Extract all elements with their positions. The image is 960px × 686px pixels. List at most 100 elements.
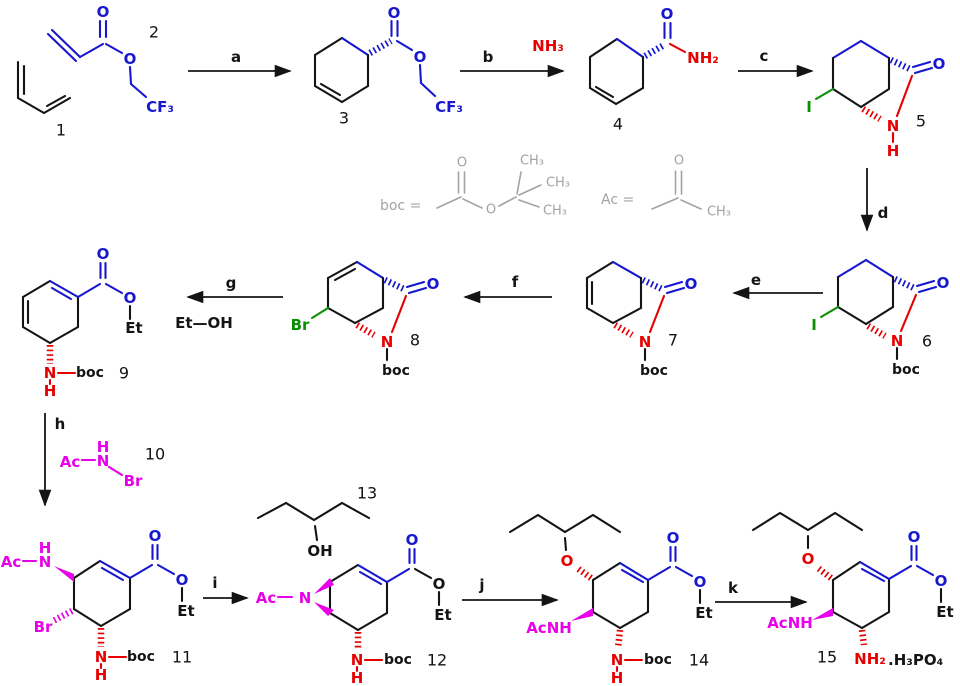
compound-14: O O Et O AcNH N H boc 14 xyxy=(508,513,713,686)
stereo-hash-bond xyxy=(613,322,634,338)
compound-5: I O N H 5 xyxy=(806,39,946,160)
stereo-hash-bond xyxy=(614,629,624,649)
Br-label: Br xyxy=(124,472,143,490)
iodine-label: I xyxy=(806,98,812,116)
aziridine-N-label: N xyxy=(299,589,312,607)
compound-8: Br O N boc 8 xyxy=(291,260,440,379)
compound-3-number: 3 xyxy=(339,109,349,128)
NH-H-label: H xyxy=(44,382,57,400)
Ac-label: Ac xyxy=(60,453,81,471)
compound-13-number: 13 xyxy=(357,484,377,503)
lactam-O-label: O xyxy=(685,275,698,293)
ester-O-label: O xyxy=(124,289,137,307)
compound-15-number: 15 xyxy=(817,648,837,667)
stereo-hash-bond xyxy=(355,322,376,338)
stereo-hash-bond xyxy=(575,565,593,581)
boc-label: boc xyxy=(892,362,920,378)
compound-8-number: 8 xyxy=(410,331,420,350)
AcNH-label: AcNH xyxy=(767,614,813,632)
compound-14-number: 14 xyxy=(689,651,709,670)
carbonyl-O-label: O xyxy=(908,528,921,546)
lactam-O-label: O xyxy=(937,274,950,292)
compound-2-acrylate: O O CF₃ 2 xyxy=(46,3,174,116)
compound-12: O O Et Ac N N H boc 12 xyxy=(256,531,452,686)
H-label: H xyxy=(97,438,110,456)
carbonyl-O-label: O xyxy=(674,154,684,169)
stereo-wedge-bond xyxy=(571,608,593,621)
NH-H-label: H xyxy=(95,666,108,684)
stereo-hash-bond xyxy=(368,38,393,56)
stereo-hash-bond xyxy=(858,629,868,646)
reagent-etoh: Et—OH xyxy=(175,314,233,332)
stereo-wedge-bond xyxy=(54,566,74,582)
methyl-label: CH₃ xyxy=(546,176,570,191)
compound-12-number: 12 xyxy=(427,651,447,670)
methyl-label: CH₃ xyxy=(520,154,544,169)
compound-6-number: 6 xyxy=(922,332,932,351)
carbonyl-O-label: O xyxy=(388,4,401,22)
compound-5-number: 5 xyxy=(916,112,926,131)
compound-1-butadiene: 1 xyxy=(16,60,72,140)
ethyl-label: Et xyxy=(434,606,451,624)
NH2-label: NH₂ xyxy=(687,49,719,67)
lactam-N-label: N xyxy=(381,333,394,351)
ester-O-label: O xyxy=(414,48,427,66)
boc-label: boc xyxy=(127,649,155,665)
N-label: N xyxy=(97,452,110,470)
step-label-k: k xyxy=(728,579,739,597)
ethyl-label: Et xyxy=(936,603,953,621)
aziridine-wedge-lower xyxy=(314,602,334,616)
CF3-label: CF₃ xyxy=(435,98,463,116)
lactam-N-label: N xyxy=(891,332,904,350)
compound-13-pentanol: OH 13 xyxy=(256,484,377,560)
stereo-hash-bond xyxy=(893,276,916,291)
Ac-label: Ac xyxy=(256,589,277,607)
ester-O-label: O xyxy=(176,571,189,589)
carbonyl-O-label: O xyxy=(661,5,674,23)
compound-15: O O Et O AcNH NH₂ .H₃PO₄ 15 xyxy=(751,511,954,669)
Br-label: Br xyxy=(34,618,53,636)
step-label-g: g xyxy=(226,274,237,292)
step-label-b: b xyxy=(483,48,494,66)
compound-7: O N boc 7 xyxy=(585,260,698,379)
amine-N-label: N xyxy=(44,364,57,382)
NH-H-label: H xyxy=(611,669,624,686)
phosphate-label: .H₃PO₄ xyxy=(888,651,943,669)
stereo-hash-bond xyxy=(383,277,406,292)
ethyl-label: Et xyxy=(695,604,712,622)
carbonyl-O-label: O xyxy=(149,527,162,545)
stereo-hash-bond xyxy=(643,42,666,59)
abbreviation-definitions: boc = O O CH₃ CH₃ CH₃ Ac = O CH₃ xyxy=(380,154,731,220)
step-label-e: e xyxy=(751,271,761,289)
amine-N-label: N xyxy=(611,651,624,669)
N-label: N xyxy=(39,553,52,571)
ethyl-label: Et xyxy=(177,602,194,620)
compound-9-number: 9 xyxy=(119,364,129,383)
ester-O-label: O xyxy=(486,203,496,218)
step-label-d: d xyxy=(878,204,889,222)
H-label: H xyxy=(39,539,52,557)
compound-9: O O Et N H boc 9 xyxy=(21,245,143,400)
boc-label: boc xyxy=(644,652,672,668)
step-label-j: j xyxy=(478,576,484,594)
reaction-arrows: a b c d e f g h i j k NH₃ Et—OH xyxy=(38,37,889,609)
step-label-h: h xyxy=(55,415,66,433)
lactam-N-label: N xyxy=(639,333,652,351)
ac-definition-label: Ac = xyxy=(601,192,634,208)
compound-2-number: 2 xyxy=(149,23,159,42)
boc-label: boc xyxy=(384,652,412,668)
compound-10-nba: Ac N H Br 10 xyxy=(60,438,165,490)
stereo-hash-bond xyxy=(889,57,912,72)
carbonyl-O-label: O xyxy=(97,3,110,21)
stereo-hash-bond xyxy=(861,106,882,122)
Ac-label: Ac xyxy=(1,553,22,571)
lactam-O-label: O xyxy=(933,55,946,73)
boc-label: boc xyxy=(640,363,668,379)
ethyl-label: Et xyxy=(125,319,142,337)
NH2-label: NH₂ xyxy=(854,650,886,668)
NH-H-label: H xyxy=(887,142,900,160)
compound-4: O NH₂ 4 xyxy=(588,5,719,134)
step-label-a: a xyxy=(231,48,241,66)
lactam-O-label: O xyxy=(427,275,440,293)
